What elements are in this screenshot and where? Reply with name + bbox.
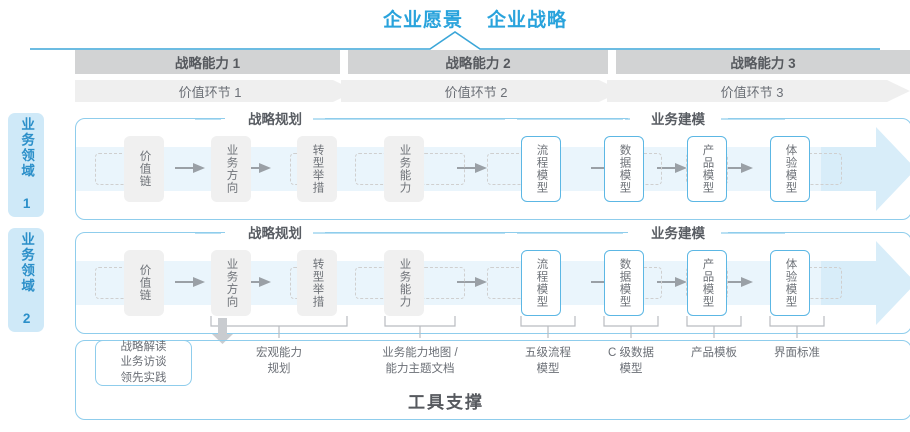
node-experience-model-row2[interactable]: 体验模型 (770, 250, 810, 316)
node-data-model-row1[interactable]: 数据模型 (604, 136, 644, 202)
domain-tab-2[interactable]: 业务领域 2 (8, 228, 44, 332)
capability-label-3: 战略能力 3 (730, 56, 796, 71)
value-chain-label-2: 价值环节 2 (444, 84, 508, 100)
tool-box-strategy[interactable]: 战略解读 业务访谈 领先实践 (95, 340, 192, 386)
row1-arrow-band (821, 127, 910, 211)
row1-section-title-1: 战略规划 (225, 110, 325, 127)
node-label: 流程模型 (535, 144, 548, 194)
node-label: 流程模型 (535, 258, 548, 308)
row2-section-title-1: 战略规划 (225, 224, 325, 241)
row1-section-title-2: 业务建模 (628, 110, 728, 127)
node-business-capability-row2[interactable]: 业务能力 (384, 250, 424, 316)
row1-title-rules (195, 118, 785, 120)
node-data-model-row2[interactable]: 数据模型 (604, 250, 644, 316)
node-label: 价值链 (138, 264, 151, 302)
row2-arrow-band (821, 241, 910, 325)
tool-label-data-model: C 级数据 模型 (608, 347, 654, 375)
node-product-model-row1[interactable]: 产品模型 (687, 136, 727, 202)
node-transformation-row2[interactable]: 转型举措 (297, 250, 337, 316)
node-label: 产品模型 (701, 258, 714, 308)
tool-brackets (210, 316, 825, 344)
capability-bar-3: 战略能力 3 (616, 50, 910, 74)
header-titles: 企业愿景 企业战略 (330, 4, 620, 32)
tool-label-capability-planning: 宏观能力 规划 (256, 347, 302, 375)
tool-support-panel (75, 340, 910, 420)
header-title-vision: 企业愿景 (382, 9, 463, 31)
capability-bar-2: 战略能力 2 (348, 50, 608, 74)
value-chain-label-3: 价值环节 3 (720, 84, 784, 100)
node-experience-model-row1[interactable]: 体验模型 (770, 136, 810, 202)
domain-tab-label-1: 业务领域 1 (19, 117, 35, 213)
domain-tab-1[interactable]: 业务领域 1 (8, 113, 44, 217)
value-chain-chevrons (75, 80, 910, 102)
node-business-capability-row1[interactable]: 业务能力 (384, 136, 424, 202)
node-process-model-row1[interactable]: 流程模型 (521, 136, 561, 202)
node-label: 业务能力 (398, 144, 411, 194)
node-transformation-row1[interactable]: 转型举措 (297, 136, 337, 202)
capability-label-2: 战略能力 2 (445, 56, 511, 71)
row2-title-rules (195, 232, 785, 234)
node-label: 体验模型 (784, 258, 797, 308)
capability-bar-1: 战略能力 1 (75, 50, 340, 74)
node-label: 业务方向 (225, 258, 238, 308)
node-label: 产品模型 (701, 144, 714, 194)
node-value-chain-row2[interactable]: 价值链 (124, 250, 164, 316)
tool-label-process-model: 五级流程 模型 (525, 347, 571, 375)
row2-section-title-2: 业务建模 (628, 224, 728, 241)
tool-label-capability-map: 业务能力地图 / 能力主题文档 (382, 347, 458, 375)
node-label: 数据模型 (618, 258, 631, 308)
node-label: 业务能力 (398, 258, 411, 308)
tool-label-ui-standard: 界面标准 (774, 347, 820, 359)
header-title-strategy: 企业战略 (487, 9, 568, 31)
tool-label-product-template: 产品模板 (691, 347, 737, 359)
value-chain-label-1: 价值环节 1 (178, 84, 242, 100)
domain-tab-label-2: 业务领域 2 (19, 232, 35, 328)
node-process-model-row2[interactable]: 流程模型 (521, 250, 561, 316)
row2-ghost-4 (421, 267, 465, 299)
node-business-direction-row1[interactable]: 业务方向 (211, 136, 251, 202)
node-label: 转型举措 (311, 144, 324, 194)
node-label: 体验模型 (784, 144, 797, 194)
node-business-direction-row2[interactable]: 业务方向 (211, 250, 251, 316)
row1-ghost-4 (421, 153, 465, 185)
node-label: 数据模型 (618, 144, 631, 194)
node-value-chain-row1[interactable]: 价值链 (124, 136, 164, 202)
capability-label-1: 战略能力 1 (174, 56, 241, 71)
node-label: 转型举措 (311, 258, 324, 308)
value-chain-row: 价值环节 1 价值环节 2 价值环节 3 (75, 80, 910, 102)
node-label: 业务方向 (225, 144, 238, 194)
header-peak-line (30, 31, 880, 50)
node-product-model-row2[interactable]: 产品模型 (687, 250, 727, 316)
node-label: 价值链 (138, 150, 151, 188)
tool-panel-title: 工具支撑 (408, 393, 484, 412)
